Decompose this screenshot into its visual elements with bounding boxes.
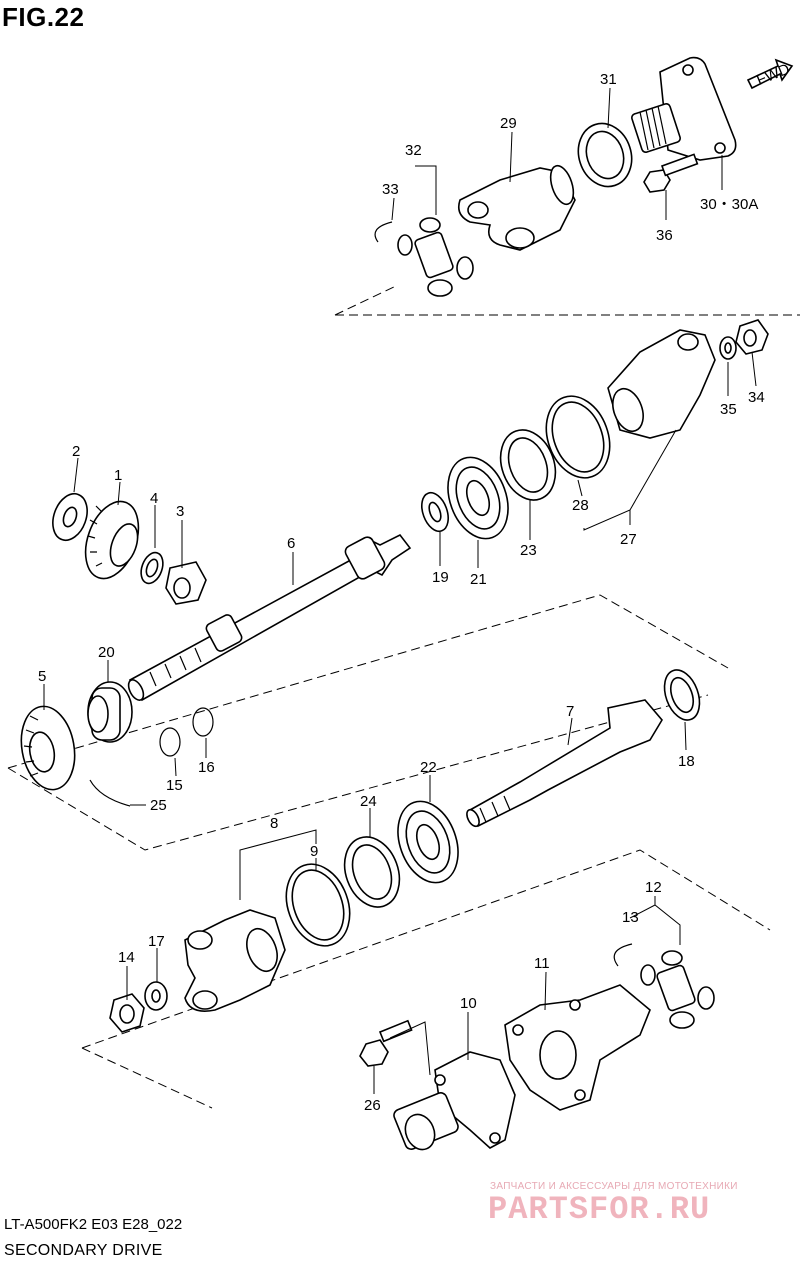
part-27-yoke: [607, 329, 716, 439]
watermark-brand: PARTSFOR.RU: [488, 1191, 711, 1228]
callout-6: 6: [287, 535, 295, 552]
part-16-circlip: [192, 707, 214, 737]
part-12-cross-joint: [640, 950, 715, 1029]
callout-17: 17: [148, 933, 165, 950]
part-36-bolt: [643, 153, 699, 193]
part-1-gear: [84, 500, 140, 580]
callout-10: 10: [460, 995, 477, 1012]
callout-13: 13: [622, 909, 639, 926]
callout-labels: 31 29 32 33 30・30A 36 35 34 2 1 4 3 28 2…: [38, 71, 765, 1114]
diagram-subtitle: SECONDARY DRIVE: [4, 1242, 163, 1259]
part-25-clip: [89, 779, 131, 807]
callout-27: 27: [620, 531, 637, 548]
callout-3: 3: [176, 503, 184, 520]
callout-28: 28: [572, 497, 589, 514]
fwd-arrow-icon: FWD: [746, 58, 794, 90]
part-22-bearing: [397, 800, 459, 884]
part-29-yoke: [457, 164, 576, 251]
part-20-bearing: [87, 681, 133, 743]
part-23-seal: [499, 429, 557, 501]
callout-31: 31: [600, 71, 617, 88]
callout-18: 18: [678, 753, 695, 770]
part-26-bolt: [359, 1019, 413, 1067]
callout-23: 23: [520, 542, 537, 559]
callout-19: 19: [432, 569, 449, 586]
watermark-tagline: ЗАПЧАСТИ И АКСЕССУАРЫ ДЛЯ МОТОТЕХНИКИ: [490, 1181, 738, 1192]
callout-26: 26: [364, 1097, 381, 1114]
part-21-bearing: [447, 456, 509, 540]
part-33-circlip: [374, 221, 393, 243]
part-24-seal: [343, 836, 401, 908]
part-3-nut: [165, 561, 207, 605]
callout-25: 25: [150, 797, 167, 814]
callout-5: 5: [38, 668, 46, 685]
part-11-flange: [504, 984, 651, 1111]
callout-24: 24: [360, 793, 377, 810]
part-6-shaft: [127, 533, 412, 702]
callout-35: 35: [720, 401, 737, 418]
part-4-washer: [140, 551, 164, 585]
callout-1: 1: [114, 467, 122, 484]
part-18-washer: [663, 669, 701, 721]
leader-lines: [43, 87, 757, 1094]
part-8-yoke: [184, 909, 286, 1012]
callout-11: 11: [534, 955, 550, 972]
callout-2: 2: [72, 443, 80, 460]
callout-34: 34: [748, 389, 765, 406]
callout-21: 21: [470, 571, 487, 588]
part-35-washer: [719, 336, 737, 360]
part-5-gear: [20, 705, 76, 791]
part-34-nut: [735, 319, 769, 355]
part-30-flange: [631, 56, 737, 161]
callout-8: 8: [270, 815, 278, 832]
callout-7: 7: [566, 703, 574, 720]
callout-16: 16: [198, 759, 215, 776]
model-code: LT-A500FK2 E03 E28_022: [4, 1216, 183, 1233]
part-13-circlip: [613, 943, 633, 967]
callout-12: 12: [645, 879, 662, 896]
part-28-ring: [545, 395, 611, 479]
part-7-shaft: [466, 699, 663, 828]
part-15-circlip: [159, 727, 181, 757]
figure-title: FIG.22: [2, 2, 85, 32]
callout-36: 36: [656, 227, 673, 244]
callout-15: 15: [166, 777, 183, 794]
part-14-nut: [109, 993, 145, 1033]
callout-32: 32: [405, 142, 422, 159]
fwd-label: FWD: [754, 60, 792, 89]
part-10-flange: [393, 1051, 516, 1151]
callout-30: 30・30A: [700, 196, 758, 213]
part-19-washer: [421, 491, 449, 533]
callout-22: 22: [420, 759, 437, 776]
callout-14: 14: [118, 949, 135, 966]
part-17-washer: [144, 981, 168, 1011]
part-9-ring: [285, 863, 351, 947]
part-31-seal: [577, 122, 633, 188]
callout-9: 9: [310, 843, 318, 860]
callout-29: 29: [500, 115, 517, 132]
callout-4: 4: [150, 490, 158, 507]
part-32-cross-joint: [397, 217, 474, 297]
callout-20: 20: [98, 644, 115, 661]
callout-33: 33: [382, 181, 399, 198]
part-2-washer: [52, 492, 88, 542]
